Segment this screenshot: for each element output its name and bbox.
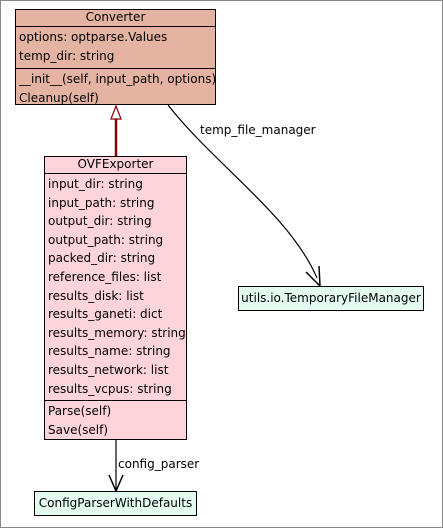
converter-methods: __init__(self, input_path, options) Clea… bbox=[16, 68, 217, 110]
ovf-exporter-methods: Parse(self) Save(self) bbox=[45, 400, 186, 441]
converter-attribute: options: optparse.Values bbox=[19, 30, 168, 44]
ovf-exporter-class-box[interactable]: OVFExporter input_dir: string input_path… bbox=[44, 156, 187, 440]
converter-method: Cleanup(self) bbox=[19, 91, 99, 105]
ovf-exporter-attributes: input_dir: string input_path: string out… bbox=[45, 174, 186, 400]
ovf-exporter-attribute: results_memory: string bbox=[48, 325, 186, 340]
temp-file-manager-edge-label: temp_file_manager bbox=[200, 123, 316, 137]
temp-file-manager-edge bbox=[167, 104, 318, 279]
converter-attribute: temp_dir: string bbox=[19, 49, 115, 63]
ovf-exporter-attribute: input_path: string bbox=[48, 195, 155, 210]
ovf-exporter-method: Parse(self) bbox=[48, 404, 112, 419]
ovf-exporter-class-name: OVFExporter bbox=[45, 157, 186, 174]
inheritance-arrowhead bbox=[110, 104, 122, 120]
converter-class-box[interactable]: Converter options: optparse.Values temp_… bbox=[15, 9, 216, 105]
ovf-exporter-method: Save(self) bbox=[48, 422, 109, 437]
ovf-exporter-attribute: results_disk: list bbox=[48, 288, 144, 303]
ovf-exporter-attribute: results_network: list bbox=[48, 362, 169, 377]
converter-attributes: options: optparse.Values temp_dir: strin… bbox=[16, 27, 215, 68]
config-parser-edge-label: config_parser bbox=[118, 457, 200, 471]
converter-class-name: Converter bbox=[16, 10, 215, 27]
ovf-exporter-attribute: input_dir: string bbox=[48, 177, 143, 191]
ovf-exporter-attribute: output_dir: string bbox=[48, 214, 152, 229]
converter-method: __init__(self, input_path, options) bbox=[19, 72, 217, 86]
ovf-exporter-attribute: reference_files: list bbox=[48, 269, 162, 284]
ovf-exporter-attribute: results_ganeti: dict bbox=[48, 307, 163, 322]
ovf-exporter-attribute: output_path: string bbox=[48, 232, 164, 247]
ovf-exporter-attribute: results_vcpus: string bbox=[48, 381, 172, 396]
config-parser-with-defaults-box[interactable]: ConfigParserWithDefaults bbox=[34, 491, 197, 516]
ovf-exporter-attribute: packed_dir: string bbox=[48, 251, 156, 266]
ovf-exporter-attribute: results_name: string bbox=[48, 344, 171, 359]
temporary-file-manager-box[interactable]: utils.io.TemporaryFileManager bbox=[238, 286, 424, 311]
